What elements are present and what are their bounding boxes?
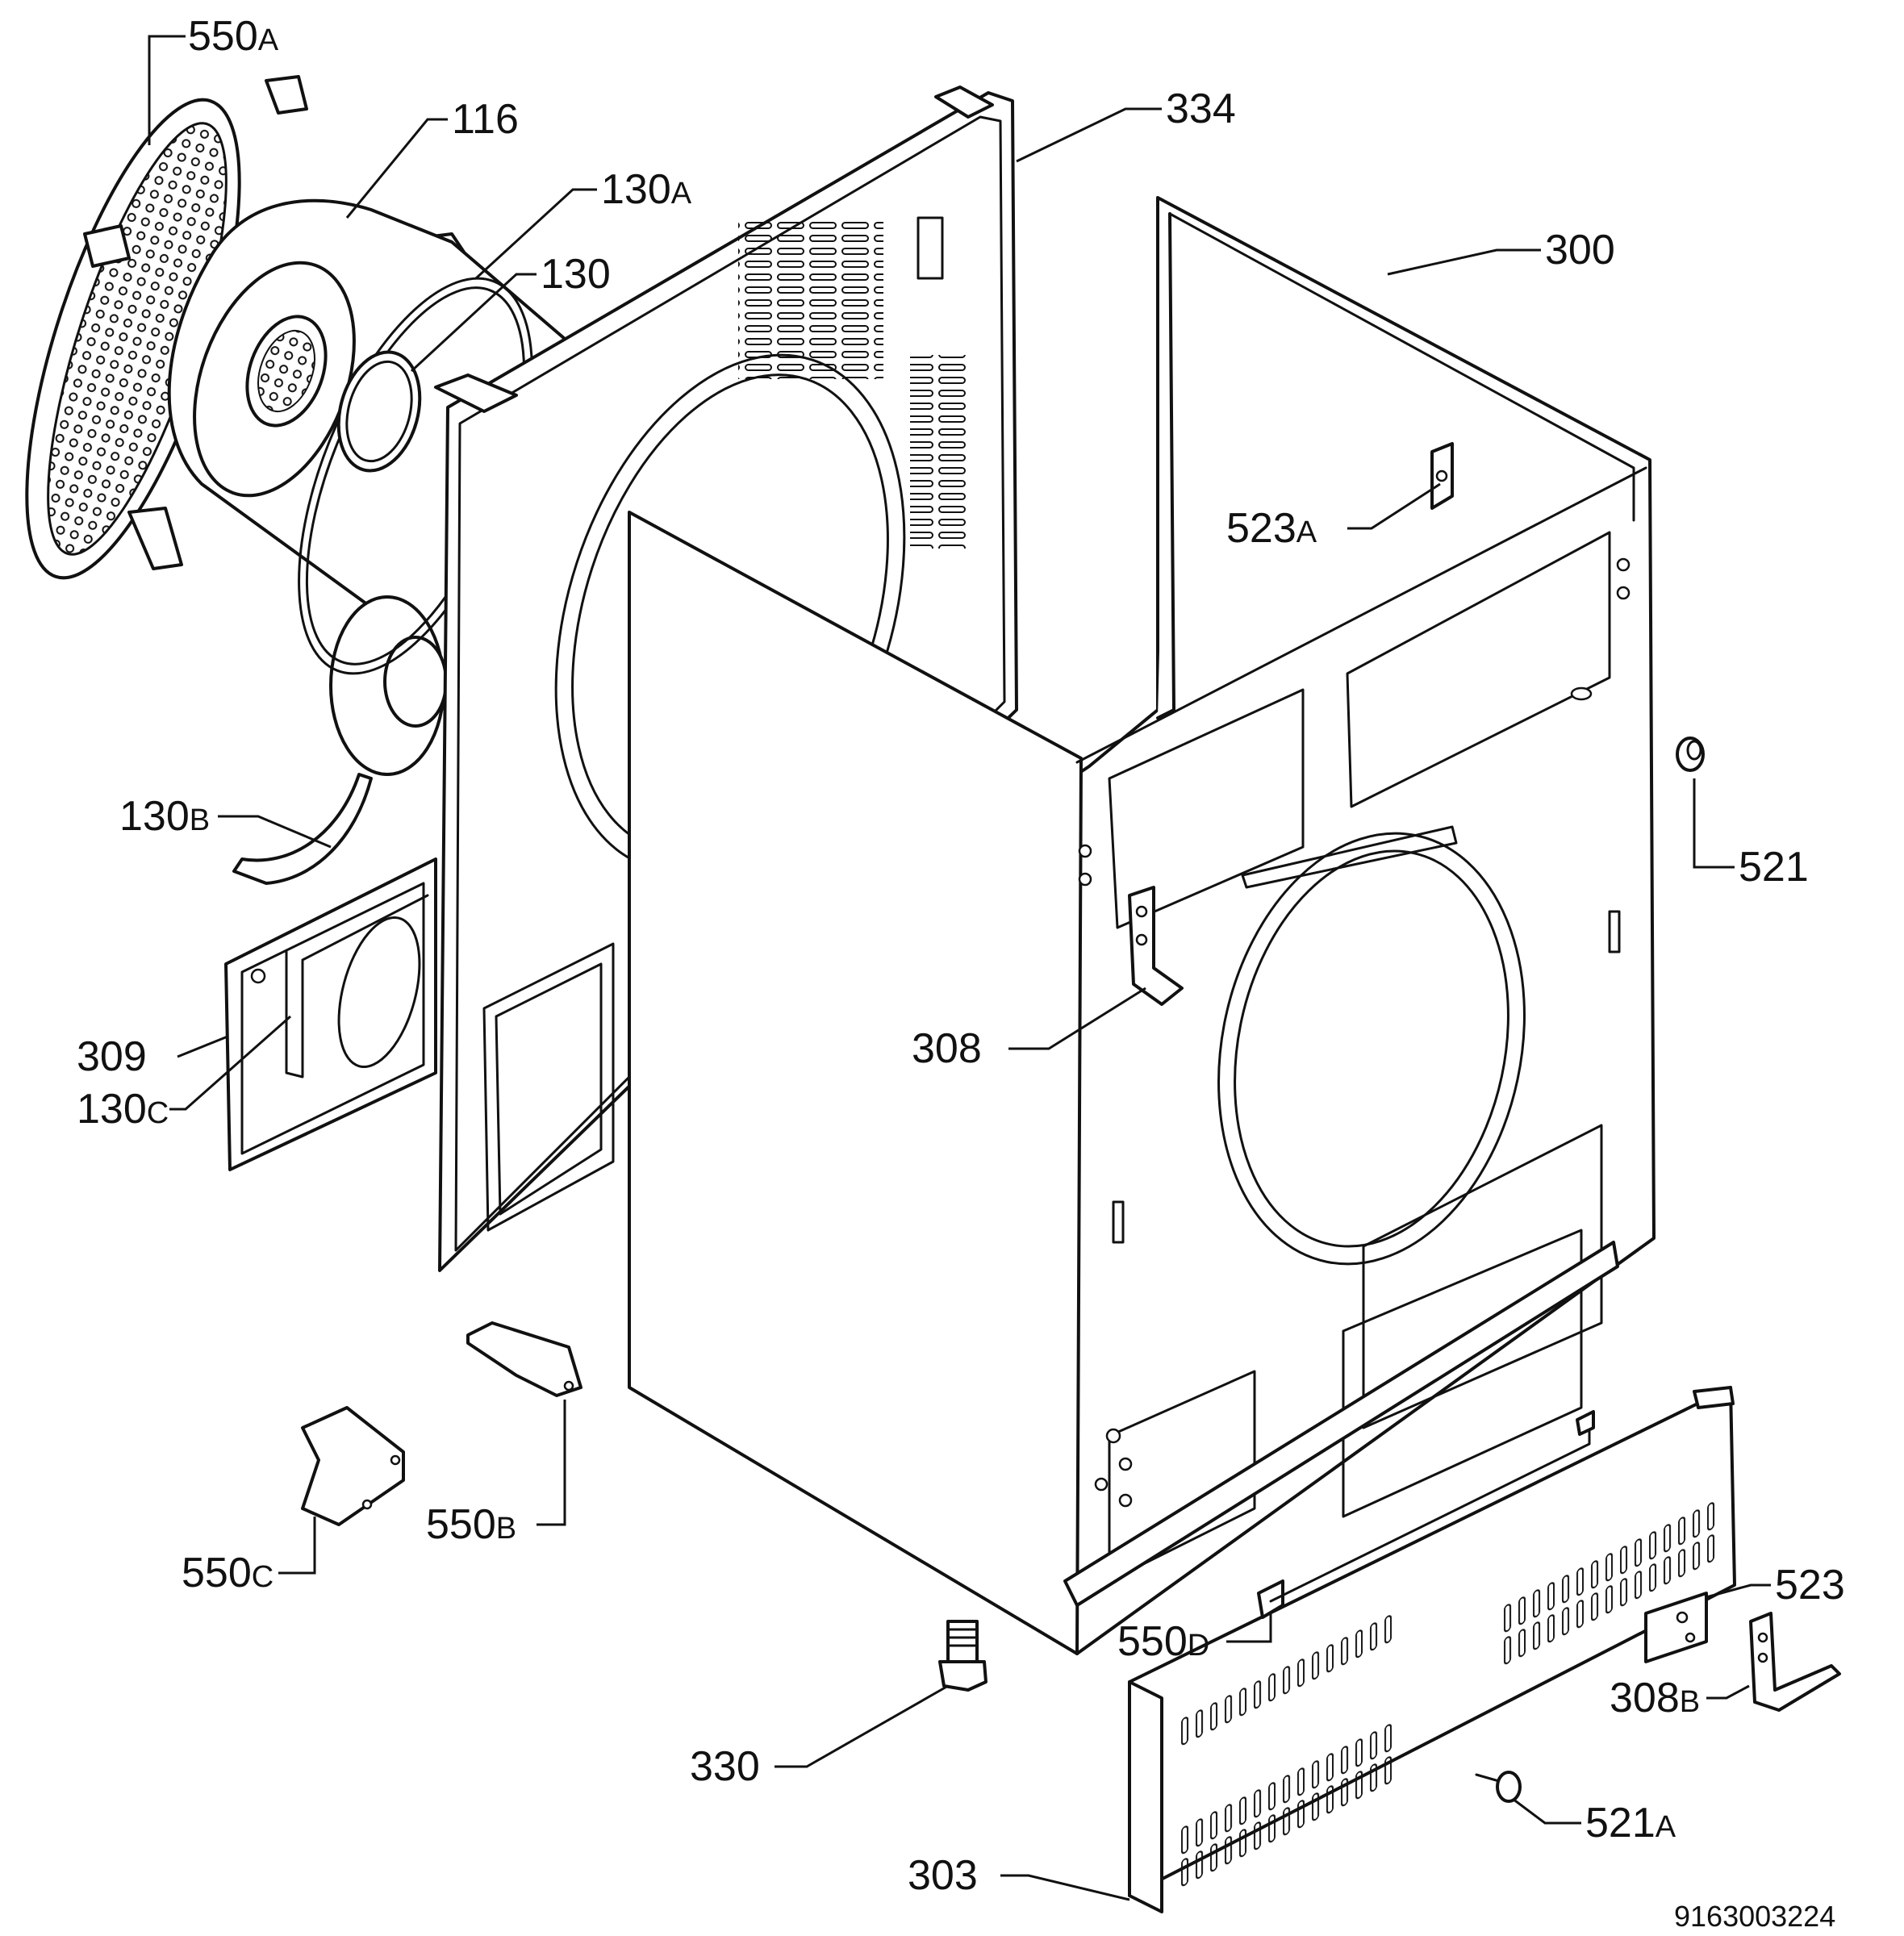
label-521: 521 xyxy=(1739,844,1809,891)
hinge-550b xyxy=(466,1321,582,1397)
clip-550d xyxy=(1257,1410,1595,1619)
label-330: 330 xyxy=(690,1743,760,1790)
label-550c: 550C xyxy=(182,1550,273,1596)
plate-309 xyxy=(224,857,437,1171)
strip-130b xyxy=(232,773,373,885)
leader-lines xyxy=(148,35,1771,1901)
label-521a: 521A xyxy=(1585,1800,1676,1846)
label-550b: 550B xyxy=(426,1501,516,1548)
label-130: 130 xyxy=(541,251,611,298)
bracket-308b xyxy=(1749,1612,1841,1712)
plate-523 xyxy=(1644,1592,1708,1663)
bracket-308 xyxy=(1128,886,1184,1006)
foot-330 xyxy=(938,1620,987,1692)
label-550d: 550D xyxy=(1117,1618,1209,1665)
hinge-550c xyxy=(301,1406,405,1526)
label-308: 308 xyxy=(912,1025,982,1072)
label-130b: 130B xyxy=(119,793,210,840)
label-303: 303 xyxy=(908,1852,978,1899)
label-523: 523 xyxy=(1775,1562,1845,1608)
label-130a: 130A xyxy=(601,166,692,213)
plug-521 xyxy=(1676,736,1705,772)
cabinet-300 xyxy=(628,196,1656,1655)
label-308b: 308B xyxy=(1610,1675,1700,1721)
clip-523a xyxy=(1430,442,1454,510)
label-300: 300 xyxy=(1545,227,1615,273)
part-labels: 550A 116 130A 130 334 300 523A 521 130B … xyxy=(77,13,1845,1933)
label-523a: 523A xyxy=(1226,505,1317,552)
label-550a: 550A xyxy=(188,13,279,60)
label-116: 116 xyxy=(452,96,519,143)
base-panel-303 xyxy=(1128,1386,1736,1913)
label-130c: 130C xyxy=(77,1086,169,1133)
label-309: 309 xyxy=(77,1033,147,1080)
seal-130 xyxy=(336,350,422,473)
screw-521a xyxy=(1475,1771,1522,1803)
document-number: 9163003224 xyxy=(1674,1900,1835,1933)
label-334: 334 xyxy=(1166,86,1236,132)
